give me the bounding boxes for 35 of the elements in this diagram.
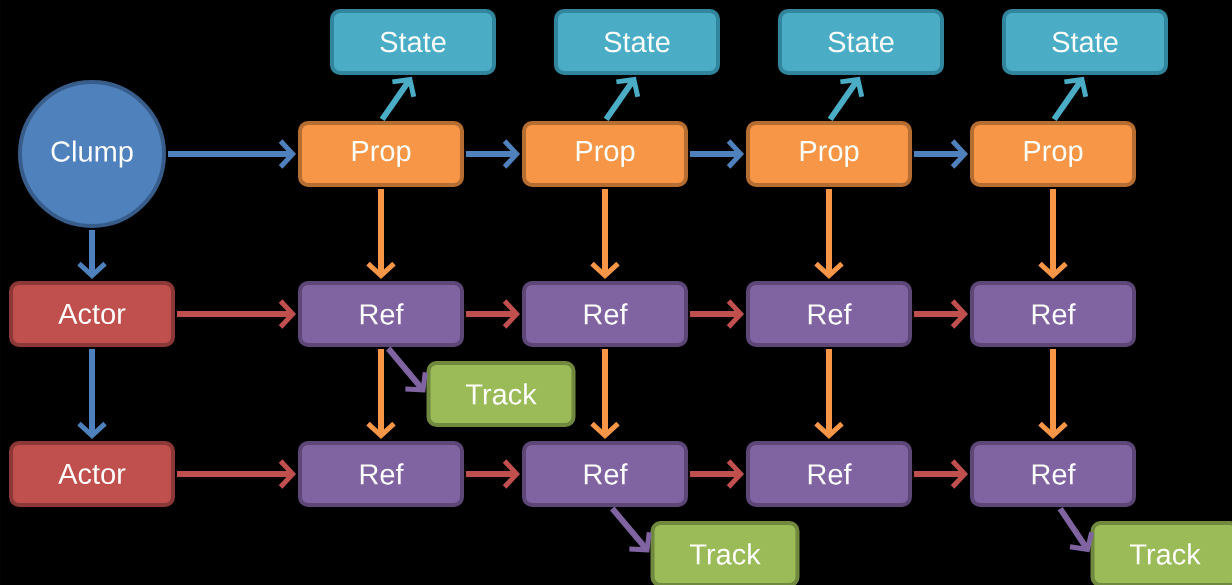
state-box: State [1002, 9, 1168, 75]
ref-box: Ref [970, 441, 1136, 507]
actor-box: Actor [9, 281, 175, 347]
track-box: Track [426, 361, 576, 427]
track-box: Track [1090, 521, 1232, 585]
arrow [386, 346, 428, 393]
prop-box: Prop [522, 121, 688, 187]
ref-box: Ref [746, 281, 912, 347]
arrow [814, 189, 844, 279]
ref-box: Ref [522, 441, 688, 507]
arrow [168, 139, 296, 169]
arrow [177, 299, 296, 329]
track-box: Track [650, 521, 800, 585]
arrow [366, 189, 396, 279]
arrow [379, 76, 417, 122]
ref-box: Ref [746, 441, 912, 507]
arrow [590, 189, 620, 279]
state-box: State [778, 9, 944, 75]
arrow [827, 76, 865, 122]
actor-box: Actor [9, 441, 175, 507]
arrow [610, 506, 652, 553]
prop-box: Prop [746, 121, 912, 187]
ref-box: Ref [298, 441, 464, 507]
prop-box: Prop [970, 121, 1136, 187]
state-box: State [554, 9, 720, 75]
state-box: State [330, 9, 496, 75]
arrow [1038, 189, 1068, 279]
arrow [1057, 507, 1095, 553]
arrow [177, 459, 296, 489]
ref-box: Ref [970, 281, 1136, 347]
ref-box: Ref [522, 281, 688, 347]
arrow [1051, 76, 1089, 122]
ref-box: Ref [298, 281, 464, 347]
prop-box: Prop [298, 121, 464, 187]
arrow [603, 76, 641, 122]
